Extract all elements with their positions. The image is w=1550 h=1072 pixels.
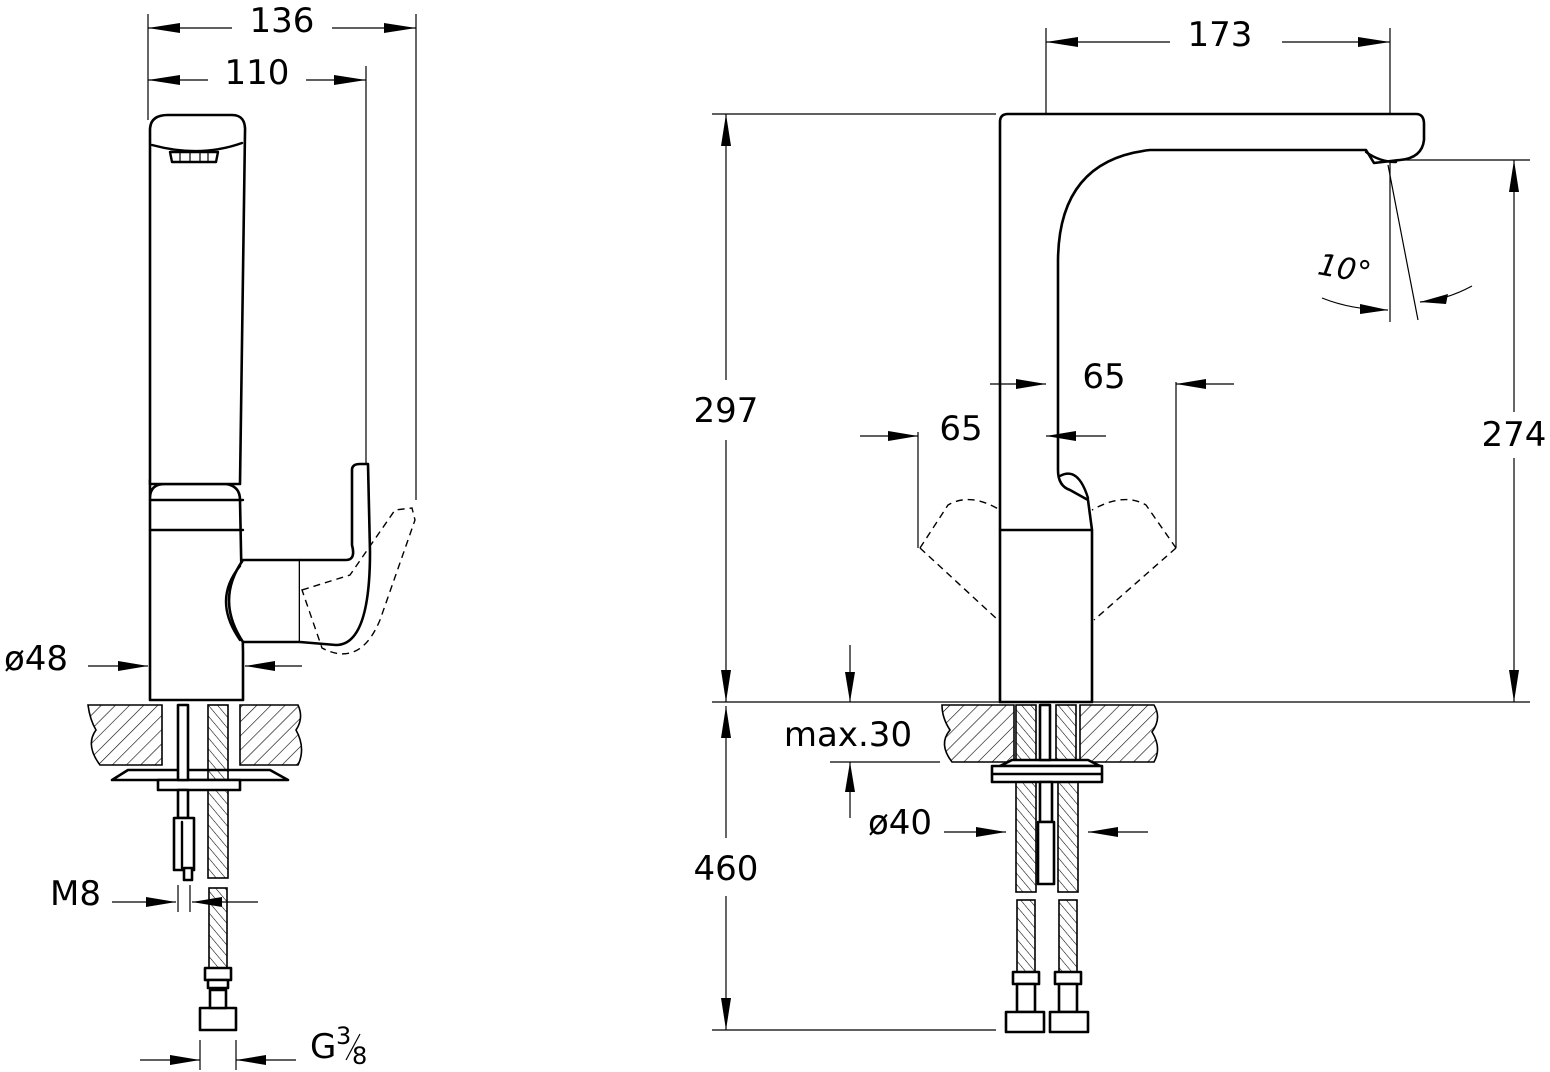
- dim-460-label: 460: [694, 849, 759, 889]
- dimension-angle-10: 10°: [1315, 164, 1473, 321]
- dimension-136: 136: [147, 1, 417, 500]
- countertop-section-right: [941, 704, 1159, 784]
- dimension-274: 274: [1396, 159, 1547, 702]
- supply-hoses-right: [1004, 703, 1090, 1034]
- dim-d40-label: ø40: [868, 803, 932, 843]
- dim-136-label: 136: [250, 1, 315, 41]
- side-view: 136 110: [4, 1, 417, 1070]
- dimension-173: 173: [1045, 15, 1391, 595]
- faucet-front-body: [998, 112, 1426, 704]
- dim-g38-denominator: 8: [352, 1042, 367, 1070]
- dim-g38-numerator: 3: [336, 1022, 351, 1050]
- dim-65-right-label: 65: [1082, 357, 1125, 397]
- dimension-460: 460: [694, 706, 996, 1031]
- dimension-297: 297: [694, 113, 996, 702]
- dim-m8-label: M8: [50, 874, 101, 914]
- faucet-side-body: [148, 113, 416, 702]
- dimension-110: 110: [148, 53, 367, 470]
- dimension-m8: M8: [50, 874, 258, 914]
- dimension-d48: ø48: [4, 639, 302, 679]
- dim-173-label: 173: [1188, 15, 1253, 55]
- dim-274-label: 274: [1482, 415, 1547, 455]
- countertop-section-left: [87, 704, 303, 792]
- dim-g38-label: G: [310, 1027, 336, 1067]
- front-view: 173 65: [694, 15, 1547, 1034]
- dimension-65-right: 65: [990, 357, 1234, 397]
- dim-110-label: 110: [225, 53, 290, 93]
- dim-d48-label: ø48: [4, 639, 68, 679]
- dimension-g38: G 3 8: [140, 1022, 367, 1070]
- dim-max30-label: max.30: [784, 715, 912, 755]
- dim-65-left-label: 65: [939, 409, 982, 449]
- dim-angle-label: 10°: [1315, 247, 1373, 291]
- dim-297-label: 297: [694, 391, 759, 431]
- dimension-d40: ø40: [868, 803, 1148, 843]
- lever-swing-dashed: [917, 382, 1177, 621]
- dimension-max30: max.30: [784, 645, 940, 818]
- dimension-65-left: 65: [860, 409, 1106, 449]
- supply-hoses-left: [172, 703, 238, 1032]
